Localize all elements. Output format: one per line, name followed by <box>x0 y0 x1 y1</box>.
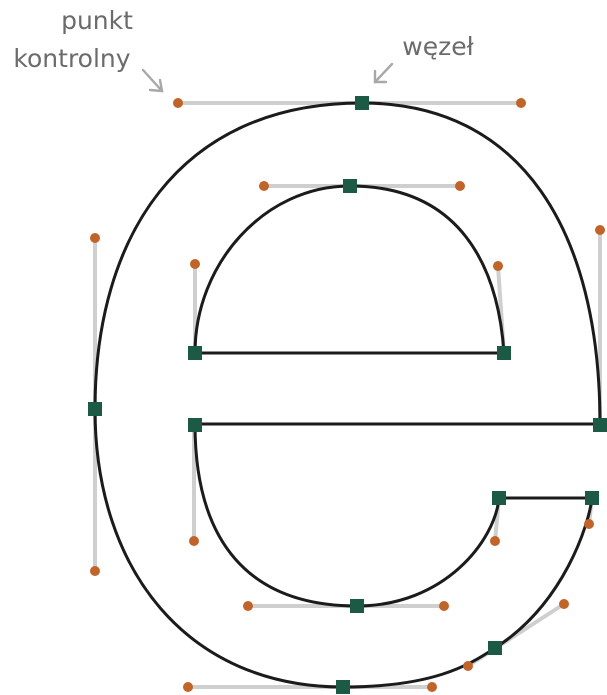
control-point <box>439 601 449 611</box>
node <box>593 418 607 432</box>
control-point-label-line1: punkt <box>61 6 133 35</box>
control-point <box>595 225 605 235</box>
node <box>188 418 202 432</box>
control-point <box>90 566 100 576</box>
nodes <box>88 96 607 694</box>
control-point <box>584 519 594 529</box>
node <box>355 96 369 110</box>
node <box>585 491 599 505</box>
control-point <box>493 261 503 271</box>
node-arrow-icon <box>373 62 394 84</box>
node <box>188 346 202 360</box>
control-point <box>183 682 193 692</box>
control-point-label-line2: kontrolny <box>13 44 130 73</box>
control-points <box>90 98 605 692</box>
control-point <box>259 181 269 191</box>
control-point <box>490 536 500 546</box>
node <box>350 599 364 613</box>
control-point <box>463 661 473 671</box>
node <box>343 179 357 193</box>
control-point <box>455 181 465 191</box>
control-point <box>243 601 253 611</box>
control-point-arrow-icon <box>141 68 164 93</box>
node <box>497 346 511 360</box>
node-label: węzeł <box>402 32 474 61</box>
control-point <box>189 536 199 546</box>
control-point <box>516 98 526 108</box>
control-point <box>190 259 200 269</box>
node <box>488 641 502 655</box>
control-point <box>559 599 569 609</box>
node <box>492 491 506 505</box>
counter-contour <box>193 184 506 355</box>
control-point <box>173 98 183 108</box>
control-point <box>90 233 100 243</box>
control-point <box>427 682 437 692</box>
node <box>88 402 102 416</box>
node <box>336 680 350 694</box>
